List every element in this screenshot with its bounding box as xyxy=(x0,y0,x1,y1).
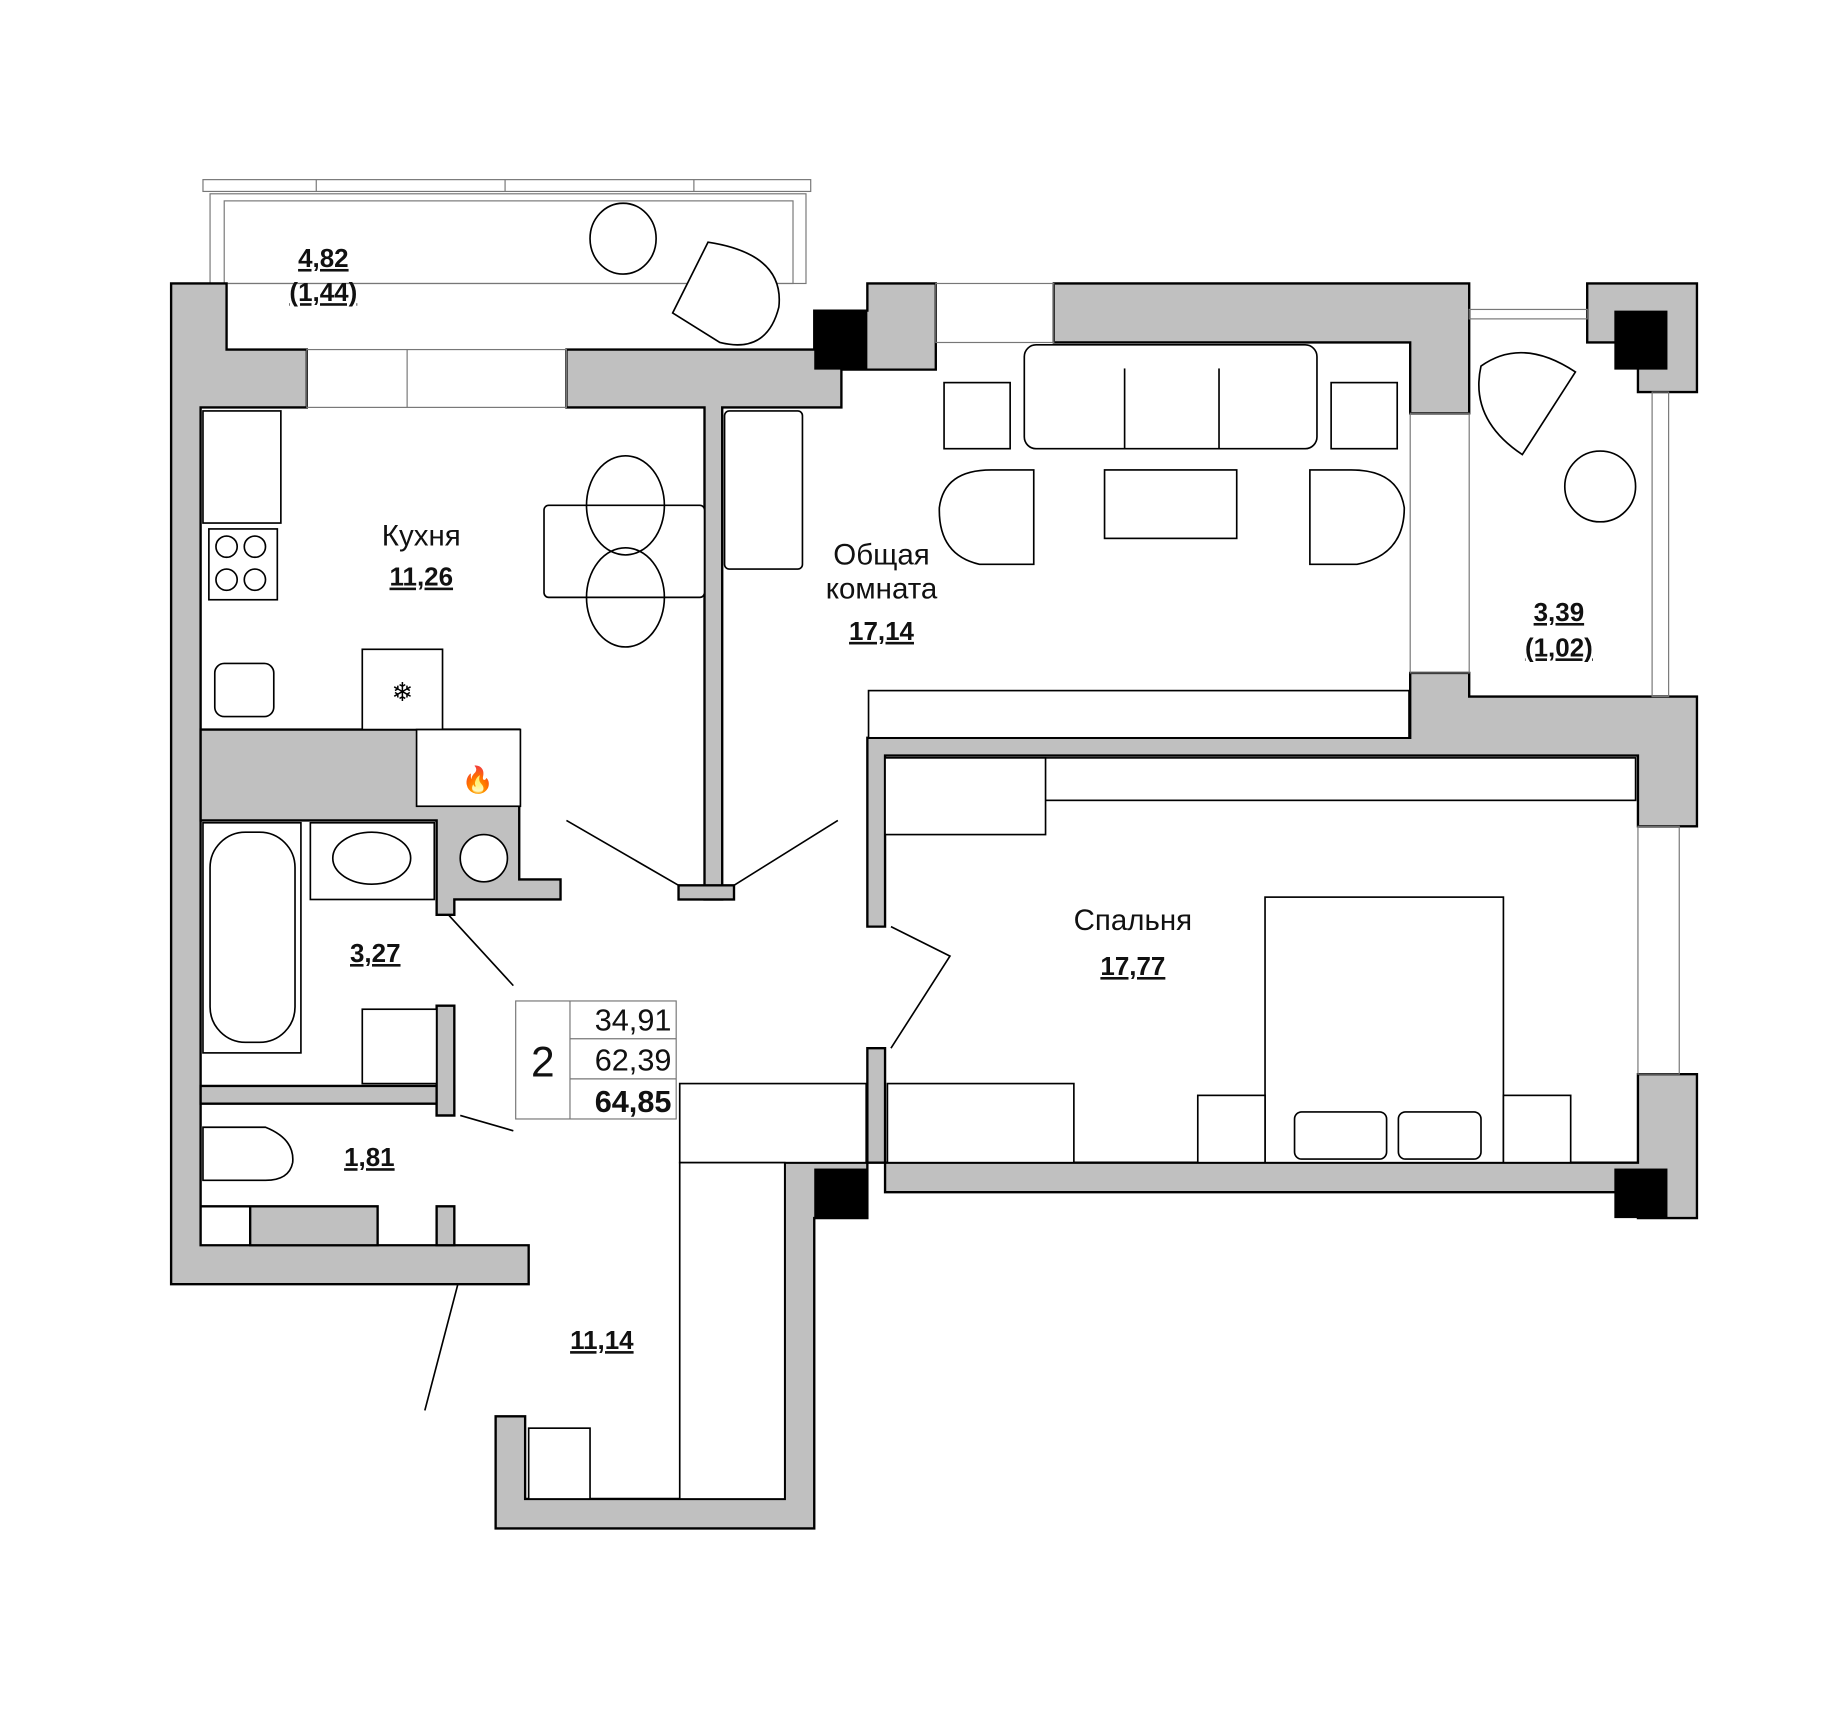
kitchen-name: Кухня xyxy=(382,519,461,552)
svg-text:🔥: 🔥 xyxy=(462,765,494,795)
total-area: 62,39 xyxy=(595,1043,672,1078)
washing-machine xyxy=(361,1008,438,1085)
sofa xyxy=(1023,344,1318,450)
bedroom-area: 17,77 xyxy=(1100,951,1165,981)
area-summary: 2 34,91 62,39 64,85 xyxy=(515,1000,677,1120)
washbasin xyxy=(309,821,436,901)
svg-text:❄: ❄ xyxy=(392,678,414,707)
coffee-table xyxy=(1103,469,1238,540)
windows xyxy=(306,282,1680,1075)
boiler xyxy=(415,728,522,808)
room-count: 2 xyxy=(531,1039,555,1086)
toilet-area: 1,81 xyxy=(344,1142,395,1172)
bedroom-name: Спальня xyxy=(1074,904,1193,937)
living-name-1: Общая xyxy=(833,538,930,571)
balcony-top-reduced-area: (1,44) xyxy=(289,277,357,307)
kitchen-area: 11,26 xyxy=(390,562,454,592)
total-area-with-balconies: 64,85 xyxy=(595,1084,672,1119)
hall-closet xyxy=(678,1082,868,1164)
column xyxy=(814,1168,868,1219)
shoe-rack xyxy=(527,1427,591,1500)
hall-area: 11,14 xyxy=(570,1325,634,1355)
balcony-top-frame xyxy=(202,179,812,285)
room-labels: 4,82 (1,44) Кухня 11,26 Общая комната 17… xyxy=(289,243,1592,1355)
hall-wardrobe xyxy=(678,1161,786,1500)
bathroom-area: 3,27 xyxy=(350,938,401,968)
furniture: ❄ 🔥 xyxy=(202,202,1637,1500)
kitchen-sink xyxy=(213,662,275,718)
balcony-right-area: 3,39 xyxy=(1534,597,1585,627)
living-area: 17,14 xyxy=(849,616,915,646)
living-name-2: комната xyxy=(826,573,938,606)
fridge xyxy=(361,648,444,731)
wardrobe xyxy=(886,1082,1075,1164)
dining-table xyxy=(543,504,706,599)
balcony-top-area: 4,82 xyxy=(298,243,349,273)
column xyxy=(814,310,868,370)
column xyxy=(1614,1168,1668,1219)
balcony-right-reduced-area: (1,02) xyxy=(1525,632,1593,662)
column xyxy=(1614,310,1668,370)
living-area-total: 34,91 xyxy=(595,1002,672,1037)
